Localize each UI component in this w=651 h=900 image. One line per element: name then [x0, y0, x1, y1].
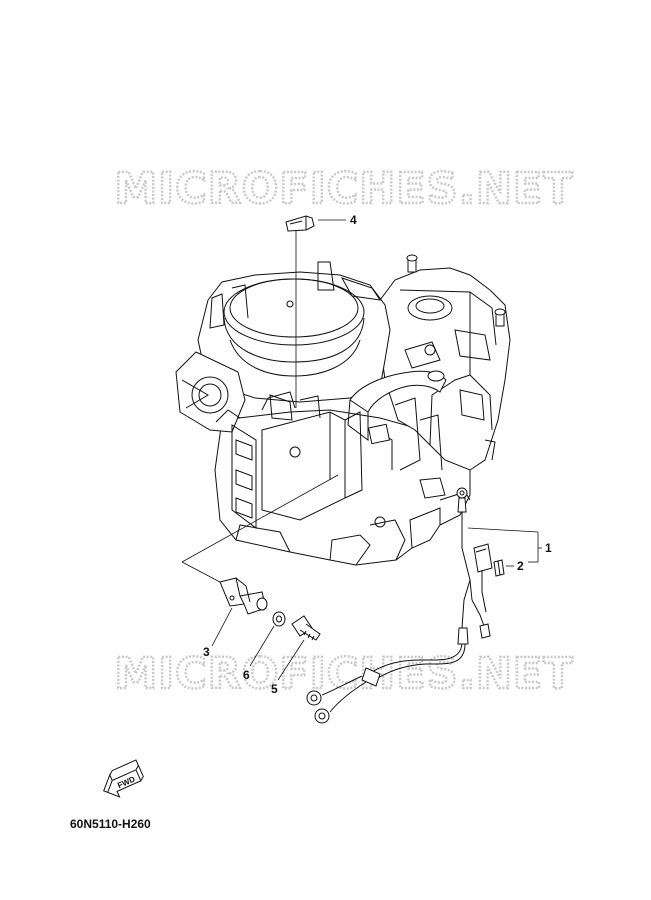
watermark-top: MICROFICHES.NET: [114, 164, 573, 214]
engine-block: [175, 254, 511, 566]
part-1-wire-harness: [306, 487, 493, 724]
watermark-bottom: MICROFICHES.NET: [114, 649, 573, 699]
diagram-part-code: 60N5110-H260: [70, 817, 151, 831]
part-6-washer: [272, 611, 286, 627]
callout-6: 6: [243, 668, 250, 682]
part-2-fuse: [493, 559, 505, 577]
leader-3: [211, 607, 233, 647]
leader-5: [277, 639, 305, 681]
leader-6: [249, 625, 275, 667]
leader-1: [467, 527, 542, 563]
callout-1: 1: [545, 541, 552, 555]
fwd-arrow-icon: FWD: [103, 759, 144, 798]
callout-3: 3: [203, 645, 210, 659]
part-5-bolt: [291, 615, 321, 641]
part-4-sensor: [285, 215, 315, 232]
callout-2: 2: [517, 559, 524, 573]
callout-5: 5: [271, 682, 278, 696]
part-3-bracket: [219, 577, 268, 615]
leader-lines-bracket: [181, 228, 339, 583]
callout-4: 4: [350, 213, 357, 227]
